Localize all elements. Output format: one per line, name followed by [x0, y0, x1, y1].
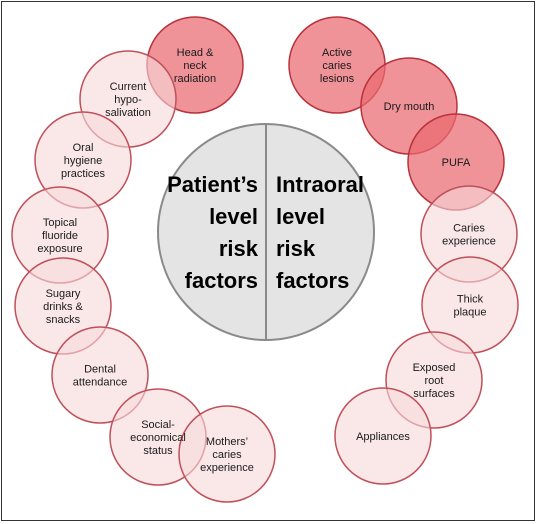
- factor-label-line: Dental: [84, 364, 116, 376]
- factor-label-line: Sugary: [46, 288, 81, 300]
- factor-circles: [11, 16, 519, 503]
- factor-circle-dental-attendance: [51, 326, 149, 424]
- factor-label-line: drinks &: [43, 301, 83, 313]
- center-label-line: Intraoral: [276, 172, 364, 197]
- center-label-line: level: [209, 204, 258, 229]
- factor-label-line: Social-: [141, 419, 175, 431]
- factor-label-line: exposure: [37, 243, 82, 255]
- factor-circle-appliances: [334, 387, 432, 485]
- center-circle-group: Patient’s level risk factors Intraoral level…: [157, 123, 375, 341]
- factor-label-dry-mouth: Dry mouth: [384, 101, 435, 113]
- factor-label-line: Caries: [453, 223, 485, 235]
- factor-label-pufa: PUFA: [442, 157, 471, 169]
- center-label-line: Patient’s: [167, 172, 258, 197]
- factor-label-appliances: Appliances: [356, 431, 410, 443]
- factor-label-line: practices: [61, 168, 106, 180]
- intraoral-level-risk-factors-label: Intraoral level risk factors: [276, 172, 364, 293]
- factor-label-line: Topical: [43, 217, 77, 229]
- center-label-line: factors: [185, 268, 258, 293]
- factor-label-line: salivation: [105, 107, 151, 119]
- factor-label-line: Mothers’: [206, 436, 248, 448]
- factor-label-line: Exposed: [413, 362, 456, 374]
- center-label-line: risk: [219, 236, 259, 261]
- center-label-line: factors: [276, 268, 349, 293]
- factor-label-line: Oral: [73, 142, 94, 154]
- factor-label-line: neck: [183, 60, 207, 72]
- factor-label-line: fluoride: [42, 230, 78, 242]
- factor-label-line: attendance: [73, 377, 127, 389]
- factor-label-line: Thick: [457, 294, 484, 306]
- center-label-line: risk: [276, 236, 316, 261]
- factor-label-line: caries: [322, 60, 352, 72]
- factor-label-line: hypo-: [114, 94, 142, 106]
- factor-label-line: snacks: [46, 314, 81, 326]
- factor-label-line: root: [425, 375, 444, 387]
- factor-label-line: lesions: [320, 73, 355, 85]
- factor-label-line: PUFA: [442, 157, 471, 169]
- factor-label-line: caries: [212, 449, 242, 461]
- factor-label-line: economical: [130, 432, 186, 444]
- center-label-line: level: [276, 204, 325, 229]
- factor-label-line: experience: [200, 462, 254, 474]
- factor-circle-mothers-caries-experience: [178, 405, 276, 503]
- factor-label-line: Active: [322, 47, 352, 59]
- factor-label-line: Dry mouth: [384, 101, 435, 113]
- factor-label-line: hygiene: [64, 155, 103, 167]
- factor-label-line: experience: [442, 236, 496, 248]
- factor-label-line: status: [143, 445, 173, 457]
- factor-label-line: Head &: [177, 47, 214, 59]
- factor-label-line: plaque: [453, 307, 486, 319]
- patient-level-risk-factors-label: Patient’s level risk factors: [167, 172, 259, 293]
- factor-label-line: surfaces: [413, 388, 455, 400]
- factor-label-line: Current: [110, 81, 147, 93]
- factor-label-line: radiation: [174, 73, 216, 85]
- factor-label-line: Appliances: [356, 431, 410, 443]
